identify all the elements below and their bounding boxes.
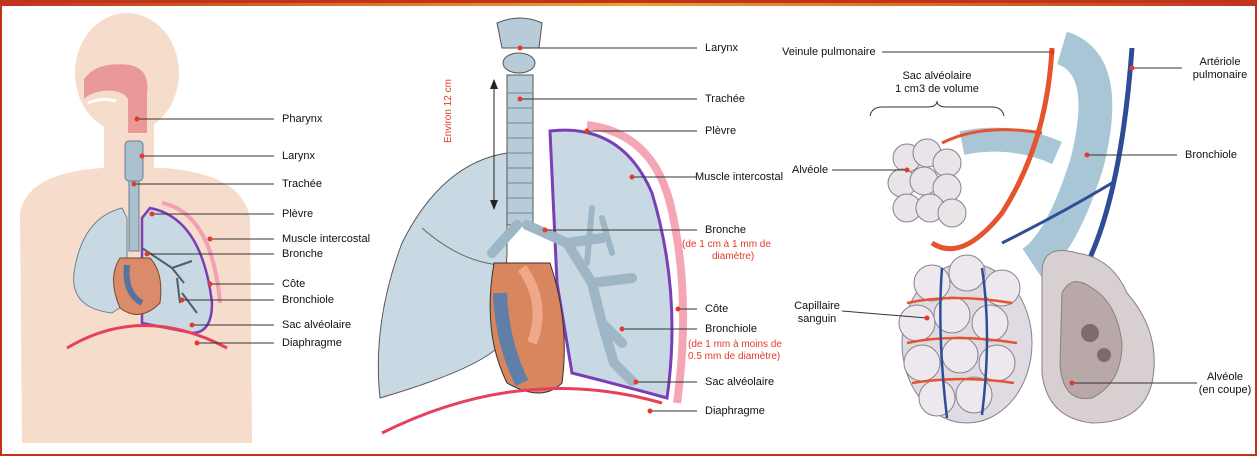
panel3-alveoli [870,48,1154,423]
label-sac-alveolaire: Sac alvéolaire [282,319,351,332]
label-alveole-coupe-2: (en coupe) [1195,384,1255,397]
label-arteriole: Artériole [1190,56,1250,69]
label-bronche: Bronche [282,248,323,261]
label-alveole-coupe: Alvéole [1195,371,1255,384]
label-diaphragme-2: Diaphragme [705,405,765,418]
label-bronchiole-3: Bronchiole [1185,149,1237,162]
label-larynx-2: Larynx [705,42,738,55]
alveole-cut [1042,251,1154,424]
label-capillaire: Capillaire [782,300,852,313]
label-bronche-2: Bronche [705,224,746,237]
label-sac-alveolaire-3: Sac alvéolaire [887,70,987,83]
label-arteriole-2: pulmonaire [1187,69,1253,82]
panel2-lungs [378,18,683,433]
label-bronchiole: Bronchiole [282,294,334,307]
label-muscle-intercostal: Muscle intercostal [282,233,370,246]
label-muscle-intercostal-2: Muscle intercostal [695,171,783,184]
diagram-artwork [2,3,1255,454]
label-larynx: Larynx [282,150,315,163]
label-veinule-pulmonaire: Veinule pulmonaire [782,46,876,59]
label-cote: Côte [282,278,305,291]
label-capillaire-2: sanguin [782,313,852,326]
label-bronchiole-2: Bronchiole [705,323,757,336]
note-bronchiole-size-2: 0.5 mm de diamètre) [688,350,780,363]
large-sac [899,255,1032,423]
panel1-body [20,13,252,443]
label-cote-2: Côte [705,303,728,316]
label-plevre: Plèvre [282,208,313,221]
small-sac [888,139,966,227]
measure-label: Environ 12 cm [442,79,455,143]
label-sac-alveolaire-2: Sac alvéolaire [705,376,774,389]
label-pharynx: Pharynx [282,113,322,126]
note-bronche-size-2: diamètre) [712,250,754,263]
label-sac-volume: 1 cm3 de volume [882,83,992,96]
label-plevre-2: Plèvre [705,125,736,138]
label-trachee-2: Trachée [705,93,745,106]
label-trachee: Trachée [282,178,322,191]
label-diaphragme: Diaphragme [282,337,342,350]
label-alveole: Alvéole [792,164,828,177]
